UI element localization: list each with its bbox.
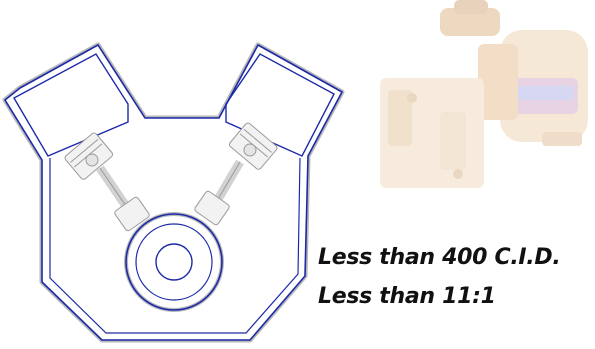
cid-requirement-text: Less than 400 C.I.D. [318,247,560,269]
crankshaft-icon [126,214,222,310]
starter-motor-image [380,0,588,188]
v-engine-cross-section-icon [5,45,342,340]
compression-requirement-text: Less than 11:1 [318,286,496,308]
